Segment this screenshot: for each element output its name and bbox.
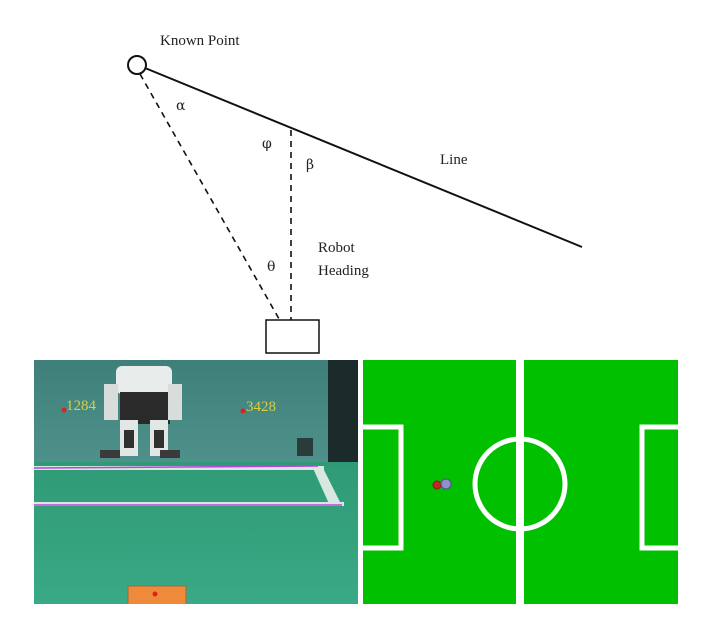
robot-box bbox=[265, 319, 320, 354]
known-point-to-robot-dashed-line bbox=[139, 73, 292, 341]
known-point-label: Known Point bbox=[160, 33, 240, 49]
robot-heading-label-line1: Robot bbox=[318, 240, 356, 256]
camera-field-line-bottom bbox=[34, 502, 344, 506]
angle-theta-label: θ bbox=[267, 259, 275, 275]
marker-label-3428: 3428 bbox=[246, 399, 276, 415]
camera-view: 1284 3428 bbox=[34, 360, 358, 604]
field-left-goal-box bbox=[363, 424, 404, 551]
camera-ball-marker bbox=[152, 591, 158, 597]
camera-floor bbox=[34, 462, 358, 604]
camera-field-line-corner bbox=[312, 466, 342, 506]
camera-ball-region bbox=[127, 585, 187, 604]
marker-label-1284: 1284 bbox=[66, 398, 97, 414]
known-point-marker bbox=[127, 55, 147, 75]
angle-alpha-label: α bbox=[176, 98, 186, 114]
camera-small-box bbox=[297, 438, 313, 456]
field-map bbox=[363, 360, 678, 604]
angle-phi-label: φ bbox=[262, 136, 272, 152]
field-center-circle bbox=[472, 436, 568, 532]
camera-detected-line-top bbox=[34, 465, 319, 469]
line-label: Line bbox=[440, 152, 468, 168]
marker-dot-3428 bbox=[240, 408, 246, 414]
field-right-goal-box bbox=[639, 424, 678, 551]
reference-line bbox=[144, 67, 583, 248]
geometry-diagram: Known Point Line Robot Heading α φ β θ bbox=[127, 33, 583, 354]
angle-beta-label: β bbox=[306, 157, 314, 173]
robot-estimate-purple bbox=[440, 478, 452, 490]
marker-dot-1284 bbox=[61, 407, 67, 413]
robot-estimate-red bbox=[432, 480, 442, 490]
camera-field-line-top bbox=[34, 466, 324, 470]
camera-dark-corner bbox=[328, 360, 358, 468]
robot-heading-label-line2: Heading bbox=[318, 263, 369, 279]
camera-robot bbox=[100, 366, 182, 458]
field-center-line bbox=[516, 360, 524, 604]
